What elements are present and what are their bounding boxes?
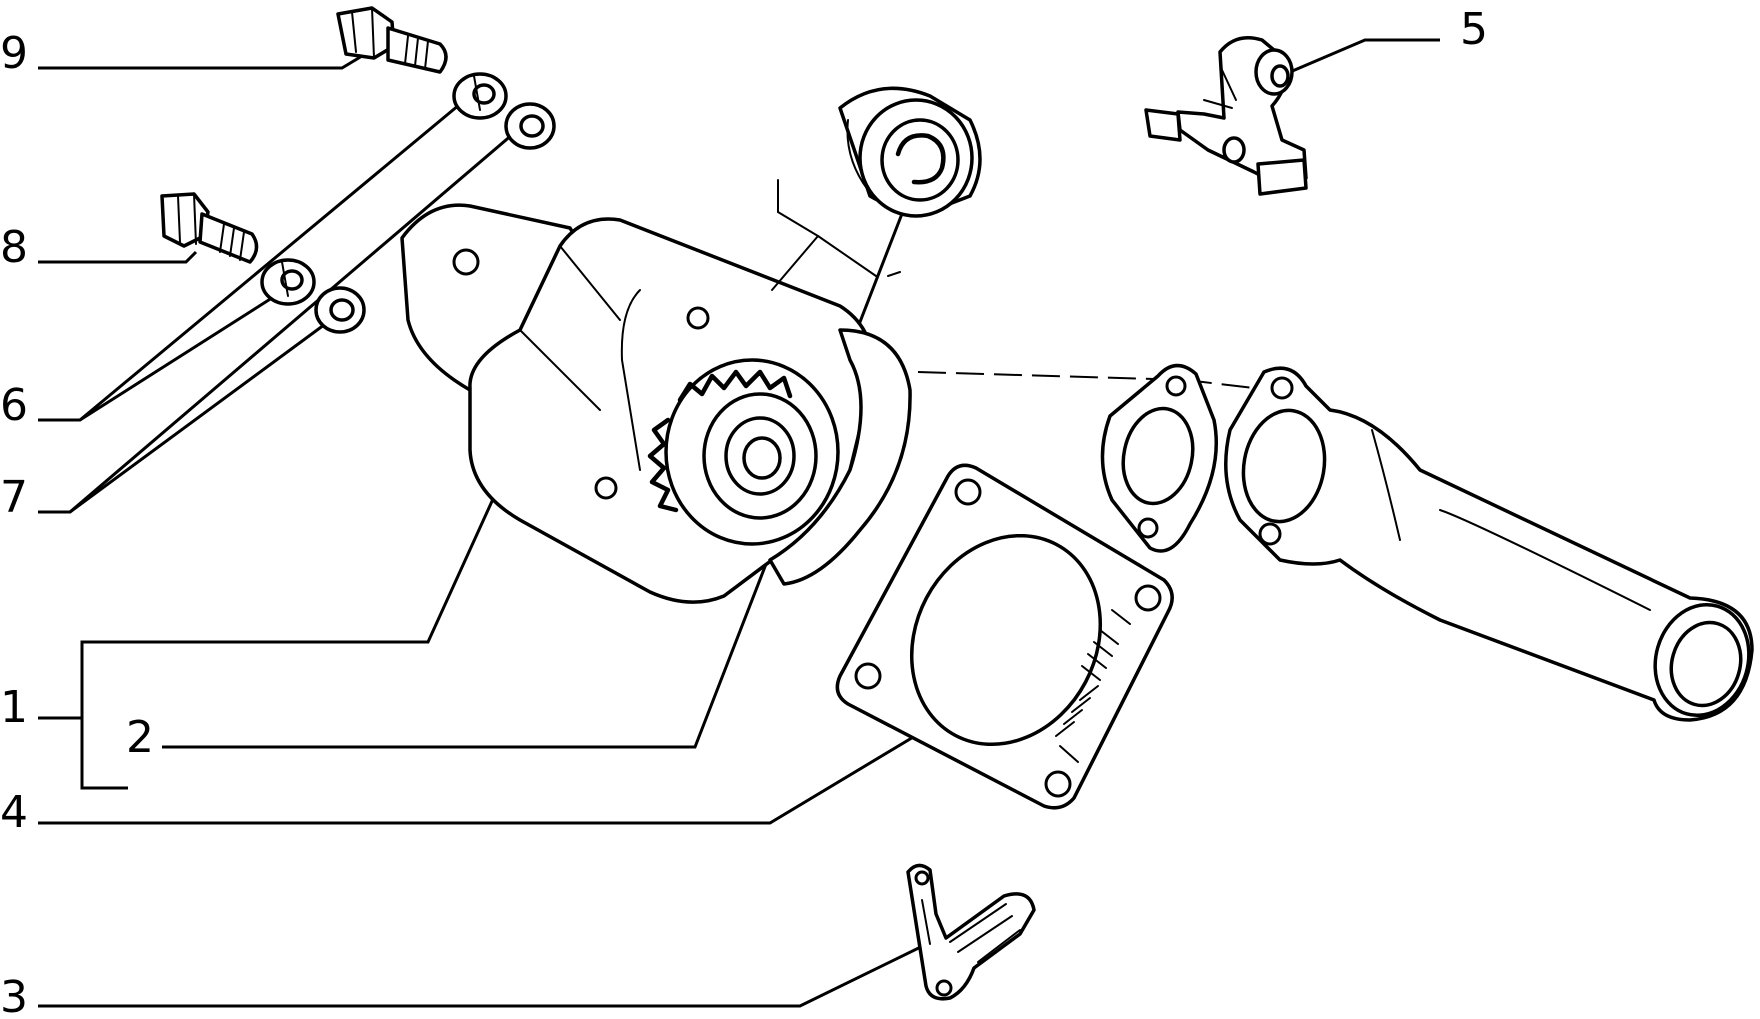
bush-sleeve [838,86,982,218]
callout-7: 7 [0,472,28,523]
flat-washer-lower [314,286,366,334]
callout-6: 6 [0,380,28,431]
split-washer-lower [260,258,316,306]
leader-4 [38,728,926,825]
callout-8: 8 [0,222,28,273]
callout-3: 3 [0,972,28,1019]
bolt-long [336,6,448,74]
flat-washer-upper [504,102,556,150]
callout-2: 2 [126,712,154,763]
callout-4: 4 [0,787,28,838]
callout-5: 5 [1460,4,1488,55]
callout-9: 9 [0,28,28,79]
bracket-clip [1144,36,1308,196]
leader-6b [79,294,276,422]
outlet-pipe [1224,366,1754,722]
split-washer-upper [452,72,508,120]
leader-9 [38,48,373,70]
assembly-indicator [771,179,901,291]
small-bracket [906,863,1036,1001]
leader-5 [1289,38,1440,74]
leader-7b [69,320,329,514]
callout-1: 1 [0,682,28,733]
pump-body [400,203,912,604]
leader-1-bracket [80,465,510,790]
alignment-line [917,371,1271,391]
oval-gasket [1100,363,1218,553]
bolt-short [160,192,259,264]
square-gasket [835,463,1174,810]
leader-8 [38,250,198,264]
leader-3 [38,938,936,1008]
